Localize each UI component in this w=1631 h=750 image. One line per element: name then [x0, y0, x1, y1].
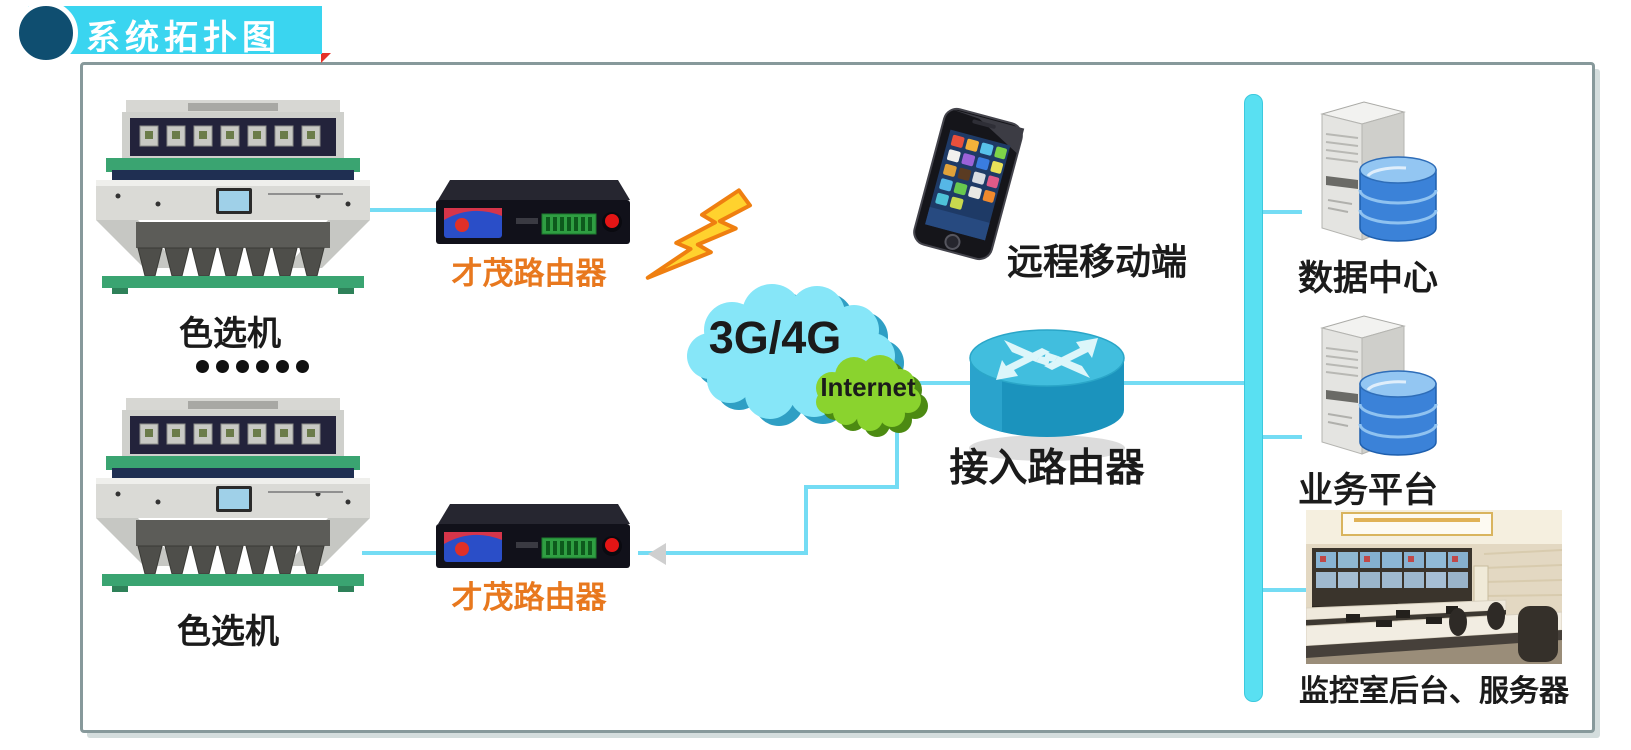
caimao-router-2-icon: [420, 496, 638, 578]
page-title: 系统拓扑图: [86, 19, 281, 57]
internet-label: Internet: [820, 372, 916, 402]
monitoring-room-photo: [1305, 510, 1563, 664]
connection-line-to-cloud-vertical: [895, 418, 899, 489]
ellipsis-dot: [236, 360, 249, 373]
cloud-label: 3G/4G: [708, 312, 842, 363]
backbone-bar: [1244, 94, 1263, 702]
cloud-3g4g-icon: [672, 272, 932, 442]
monitor-room-label: 监控室后台、服务器: [1299, 675, 1569, 708]
ellipsis-dot: [296, 360, 309, 373]
ellipsis-dot: [196, 360, 209, 373]
connection-line-sorter2-router2: [362, 551, 446, 555]
ellipsis-dot: [276, 360, 289, 373]
ellipsis-dot: [256, 360, 269, 373]
access-router-label: 接入路由器: [949, 447, 1145, 490]
color-sorter-2-icon: [88, 394, 378, 604]
router2-label: 才茂路由器: [451, 580, 607, 615]
connector-arrow-icon: [648, 543, 666, 565]
sorter1-label: 色选机: [179, 315, 281, 353]
router1-label: 才茂路由器: [451, 256, 607, 291]
banner-red-notch: [321, 53, 331, 63]
data-center-label: 数据中心: [1297, 259, 1438, 298]
connection-line-branch-monitor: [1260, 588, 1312, 592]
connection-line-router2-horizontal: [638, 551, 808, 555]
connection-line-branch-business: [1260, 435, 1302, 439]
ellipsis-dots: [196, 360, 309, 373]
business-platform-server-icon: [1298, 306, 1438, 468]
caimao-router-1-icon: [420, 172, 638, 254]
connection-line-sorter1-router1: [362, 208, 446, 212]
mobile-label: 远程移动端: [1006, 241, 1187, 282]
smartphone-icon: [905, 103, 1031, 266]
color-sorter-1-icon: [88, 96, 378, 306]
internet-cloud-icon: [816, 355, 928, 437]
title-badge-circle-icon: [14, 1, 78, 65]
connection-line-step-horizontal: [804, 485, 899, 489]
connection-line-router2-vertical: [804, 485, 808, 555]
access-router-icon: [952, 296, 1142, 471]
data-center-server-icon: [1298, 92, 1438, 254]
connection-line-branch-datacenter: [1260, 210, 1302, 214]
sorter2-label: 色选机: [177, 613, 279, 651]
ellipsis-dot: [216, 360, 229, 373]
business-platform-label: 业务平台: [1297, 471, 1438, 510]
lightning-bolt-icon: [635, 178, 765, 313]
